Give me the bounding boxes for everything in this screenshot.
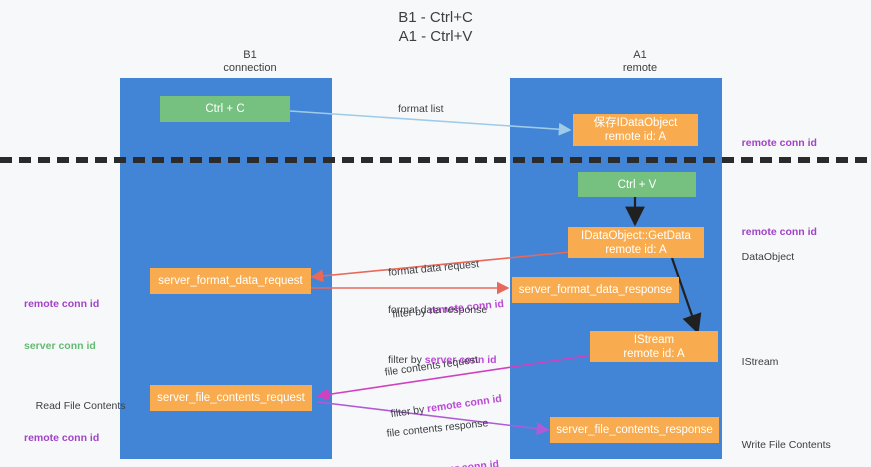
node-idataobject-getdata-line1: IDataObject::GetData bbox=[581, 229, 691, 242]
node-server-format-data-response[interactable]: server_format_data_response bbox=[512, 277, 679, 303]
annotation-right-remote-conn-id-middle: remote conn id bbox=[741, 226, 817, 238]
node-istream-line1: IStream bbox=[633, 333, 675, 346]
node-save-idataobject-line2: remote id: A bbox=[604, 131, 667, 143]
section-divider bbox=[0, 157, 871, 163]
edge-label-file-contents-request-line1: file contents request bbox=[384, 353, 479, 379]
annotation-right-dataobject: DataObject bbox=[741, 251, 795, 263]
annotation-left-remote-conn-id-bottom: remote conn id bbox=[24, 432, 100, 444]
node-server-file-contents-response[interactable]: server_file_contents_response bbox=[550, 417, 719, 443]
edge-label-format-data-response: format data response filter by server co… bbox=[388, 275, 497, 395]
edge-label-file-contents-response-line2: filter by server conn id bbox=[390, 457, 500, 467]
column-header-b1: B1 connection bbox=[223, 49, 277, 74]
annotation-right-remote-conn-id-top: remote conn id bbox=[741, 137, 817, 149]
annotation-left-conn-ids-bottom: remote conn id server conn id bbox=[24, 403, 99, 467]
edge-label-format-data-response-line1: format data response bbox=[388, 304, 488, 316]
node-ctrl-v[interactable]: Ctrl + V bbox=[578, 172, 696, 197]
column-header-a1: A1 remote bbox=[622, 49, 658, 74]
node-save-idataobject-line1: 保存IDataObject bbox=[593, 117, 678, 129]
edge-label-file-contents-response-line1: file contents response bbox=[386, 417, 489, 440]
annotation-right-istream: IStream bbox=[741, 356, 779, 368]
node-server-file-contents-request[interactable]: server_file_contents_request bbox=[150, 385, 312, 411]
edge-label-format-list: format list bbox=[398, 103, 444, 115]
node-server-format-data-request[interactable]: server_format_data_request bbox=[150, 268, 311, 294]
node-ctrl-c[interactable]: Ctrl + C bbox=[160, 96, 290, 122]
annotation-right-write-file-contents: Write File Contents bbox=[741, 439, 831, 451]
annotation-left-read-file-contents: Read File Contents bbox=[35, 400, 126, 412]
annotation-left-conn-ids-middle: remote conn id server conn id bbox=[24, 269, 99, 381]
page-title: B1 - Ctrl+C A1 - Ctrl+V bbox=[398, 9, 473, 45]
node-istream[interactable]: IStream remote id: A bbox=[590, 331, 718, 362]
annotation-left-server-conn-id-middle: server conn id bbox=[24, 340, 96, 352]
edge-label-format-data-response-line2: filter by server conn id bbox=[388, 354, 497, 366]
node-idataobject-getdata-line2: remote id: A bbox=[605, 243, 667, 256]
annotation-left-remote-conn-id-middle: remote conn id bbox=[24, 298, 100, 310]
node-idataobject-getdata[interactable]: IDataObject::GetData remote id: A bbox=[568, 227, 704, 258]
edge-label-file-contents-response: file contents response filter by server … bbox=[383, 388, 503, 467]
node-save-idataobject[interactable]: 保存IDataObject remote id: A bbox=[573, 114, 698, 146]
node-istream-line2: remote id: A bbox=[623, 347, 685, 360]
